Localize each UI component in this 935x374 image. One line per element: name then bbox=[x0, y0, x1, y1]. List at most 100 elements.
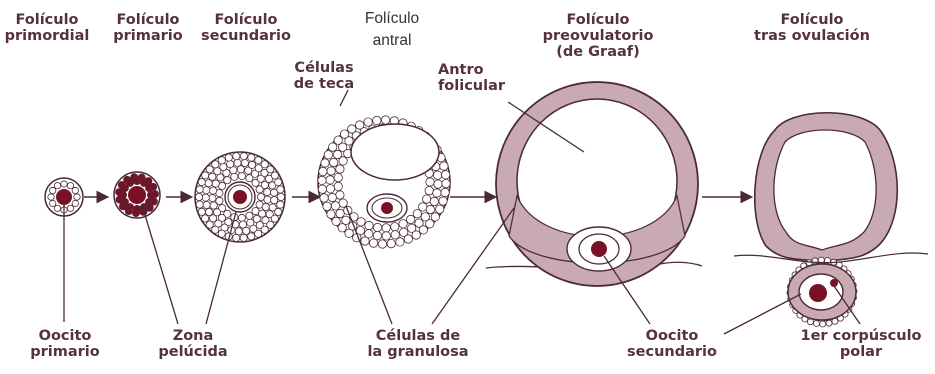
cell bbox=[241, 159, 248, 166]
cell bbox=[231, 173, 238, 180]
cell bbox=[220, 163, 227, 170]
cell bbox=[430, 197, 438, 205]
cell bbox=[195, 193, 202, 200]
cell bbox=[48, 194, 54, 200]
cell bbox=[369, 239, 377, 247]
label-corpusculo-polar: 1er corpúsculo polar bbox=[792, 328, 930, 360]
cell bbox=[150, 198, 157, 205]
cell bbox=[328, 193, 336, 201]
cell bbox=[267, 166, 274, 173]
cell bbox=[330, 158, 338, 166]
label-celulas-granulosa: Células de la granulosa bbox=[360, 328, 476, 360]
cell bbox=[334, 136, 342, 144]
cell bbox=[198, 208, 205, 215]
leader-teca bbox=[340, 90, 348, 106]
cell bbox=[441, 171, 449, 179]
antral-follicle bbox=[318, 116, 450, 248]
cell bbox=[237, 166, 244, 173]
cell bbox=[255, 157, 262, 164]
cell bbox=[348, 125, 356, 133]
cell bbox=[327, 210, 335, 218]
cell bbox=[412, 231, 420, 239]
label-line: secundario bbox=[196, 28, 296, 44]
cell bbox=[391, 223, 399, 231]
cell bbox=[264, 189, 271, 196]
cell bbox=[277, 186, 284, 193]
cell bbox=[248, 233, 255, 240]
cell bbox=[365, 221, 373, 229]
cell bbox=[361, 237, 369, 245]
cell bbox=[277, 193, 284, 200]
cell bbox=[206, 221, 213, 228]
cell bbox=[67, 183, 73, 189]
label-folicle-primario: Folículo primario bbox=[108, 12, 188, 44]
cell bbox=[240, 234, 247, 241]
secondary-follicle bbox=[195, 152, 285, 242]
cell bbox=[277, 201, 284, 208]
label-line: polar bbox=[792, 344, 930, 360]
cell bbox=[436, 205, 444, 213]
cell bbox=[275, 208, 282, 215]
cell bbox=[329, 143, 337, 151]
cell bbox=[327, 167, 335, 175]
cell bbox=[124, 176, 131, 183]
cell bbox=[332, 217, 340, 225]
label-line: primario bbox=[108, 28, 188, 44]
cell bbox=[210, 187, 217, 194]
cell bbox=[259, 210, 266, 217]
post-ovulation-follicle bbox=[734, 113, 928, 327]
label-line: 1er corpúsculo bbox=[792, 328, 930, 344]
cell bbox=[442, 179, 450, 187]
cell bbox=[399, 220, 407, 228]
cell bbox=[434, 180, 442, 188]
cell bbox=[50, 187, 56, 193]
cell bbox=[198, 179, 205, 186]
cell bbox=[326, 176, 334, 184]
cell bbox=[61, 181, 67, 187]
label-line: folicular bbox=[438, 78, 518, 94]
cell bbox=[334, 182, 342, 190]
cell bbox=[381, 116, 389, 124]
label-line: Folículo bbox=[534, 12, 662, 28]
cell bbox=[423, 195, 431, 203]
cell bbox=[212, 161, 219, 168]
cell bbox=[336, 191, 344, 199]
cell bbox=[203, 187, 210, 194]
cell bbox=[255, 230, 262, 237]
label-line: (de Graaf) bbox=[534, 44, 662, 60]
cell bbox=[248, 154, 255, 161]
cell bbox=[74, 194, 80, 200]
cell bbox=[205, 180, 212, 187]
graafian-follicle bbox=[486, 82, 702, 286]
cell bbox=[238, 214, 245, 221]
cell bbox=[382, 232, 390, 240]
cell bbox=[202, 194, 209, 201]
cell bbox=[321, 159, 329, 167]
label-line: secundario bbox=[620, 344, 724, 360]
label-line: Antro bbox=[438, 62, 518, 78]
leader-zona-primario bbox=[142, 205, 178, 324]
cell bbox=[331, 202, 339, 210]
cell bbox=[340, 130, 348, 138]
cell bbox=[826, 320, 832, 326]
cell bbox=[72, 200, 78, 206]
label-celulas-teca: Células de teca bbox=[284, 60, 364, 92]
cell bbox=[271, 197, 278, 204]
cell bbox=[426, 178, 434, 186]
cell bbox=[419, 226, 427, 234]
cell bbox=[234, 159, 241, 166]
cell bbox=[378, 240, 386, 248]
cell bbox=[320, 194, 328, 202]
cell bbox=[333, 150, 341, 158]
cell bbox=[820, 321, 826, 327]
label-line: preovulatorio bbox=[534, 28, 662, 44]
cell bbox=[382, 224, 390, 232]
cell bbox=[373, 231, 381, 239]
cell bbox=[54, 183, 60, 189]
cell bbox=[387, 239, 395, 247]
label-folicle-antral: Folículo antral bbox=[342, 8, 442, 52]
cell bbox=[426, 205, 434, 213]
cell bbox=[202, 215, 209, 222]
cell bbox=[227, 161, 234, 168]
cell bbox=[210, 202, 217, 209]
